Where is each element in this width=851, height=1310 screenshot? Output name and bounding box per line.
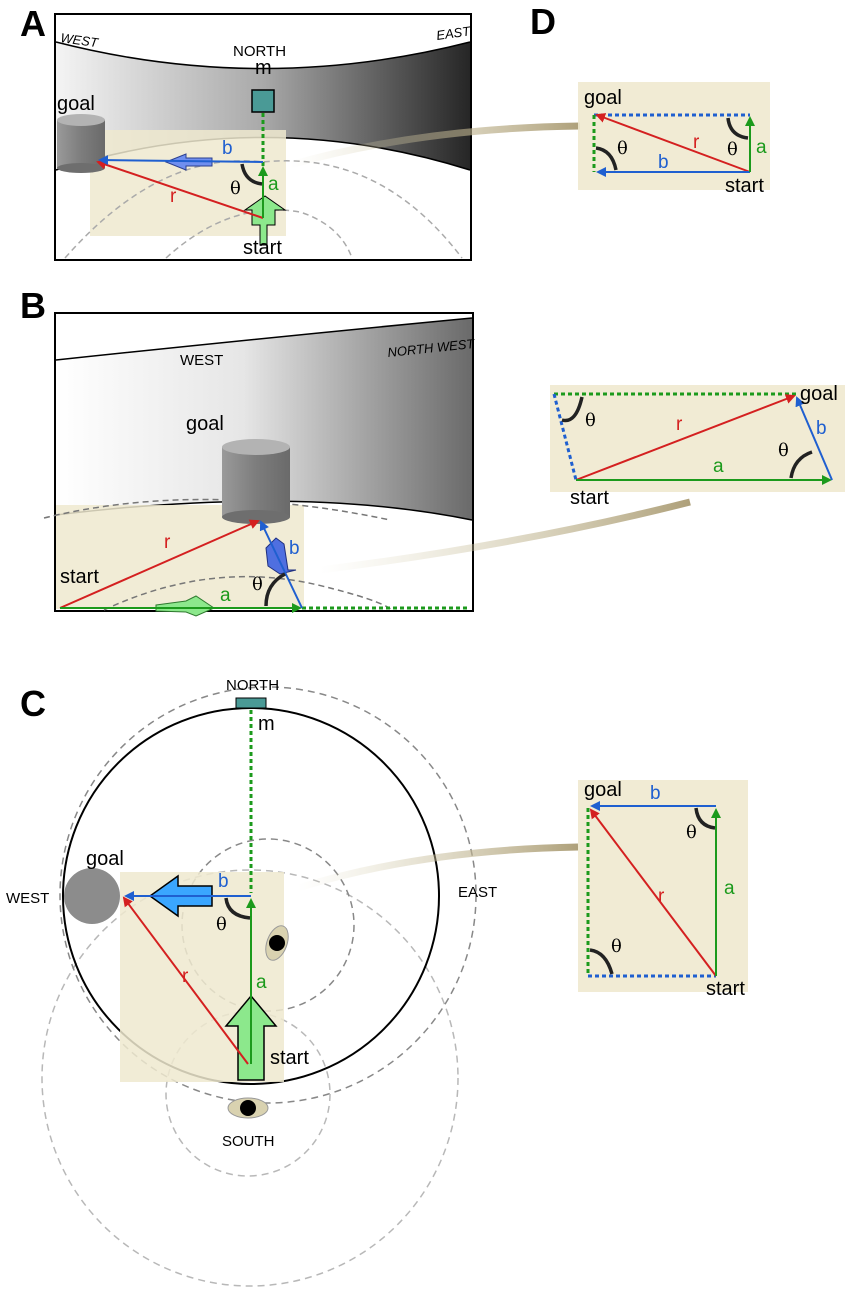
goal-cylinder-a [57, 114, 105, 173]
start-label-c: start [270, 1047, 309, 1069]
dashed-circle-b1 [43, 498, 391, 521]
vector-r-inset-b [575, 394, 796, 481]
angle-arc-d2 [595, 146, 618, 171]
vector-r-c [122, 896, 249, 1065]
theta-label-b: θ [252, 574, 263, 595]
connector-c-inset [296, 843, 579, 892]
angle-arc-b [264, 572, 286, 607]
camera-marker-c2 [227, 1097, 269, 1119]
vector-r-inset-c [589, 808, 717, 977]
angle-arc-inset-c1 [694, 807, 716, 830]
panel-label-a: A [20, 3, 46, 44]
landmark-label-a: m [255, 57, 272, 79]
goal-disc-c [64, 868, 120, 924]
north-label-c: NORTH [226, 677, 279, 694]
r-label-inset-b: r [676, 414, 683, 435]
a-label-d: a [756, 137, 767, 158]
panel-label-d: D [530, 1, 556, 42]
panel-c: C NORTH m WEST EAST [6, 677, 497, 1287]
a-label-a: a [268, 174, 279, 195]
west-label-b: WEST [180, 352, 223, 369]
angle-arc-inset-b2 [561, 396, 584, 423]
r-label-b: r [164, 532, 171, 553]
arena-wall-b [56, 318, 472, 520]
dashed-circle-a1 [64, 160, 463, 259]
vector-b-b [259, 520, 303, 609]
r-label-d: r [693, 132, 700, 153]
connector-b-inset [319, 498, 691, 574]
b-label-d: b [658, 152, 669, 173]
goal-label-c: goal [86, 848, 124, 870]
panel-label-c: C [20, 683, 46, 724]
start-label-a: start [243, 237, 282, 259]
vector-r-b [59, 519, 260, 609]
start-label-inset-b: start [570, 487, 609, 509]
dotted-left-inset-b [552, 393, 578, 481]
inset-c: goal start r b a θ θ [578, 779, 748, 1000]
a-label-inset-c: a [724, 878, 735, 899]
r-label-a: r [170, 186, 177, 207]
panel-d: D goal start r b a θ θ [530, 1, 770, 197]
angle-arc-a [240, 163, 263, 186]
goal-label-d: goal [584, 87, 622, 109]
b-label-inset-b: b [816, 418, 827, 439]
west-label-a: WEST [60, 30, 100, 50]
west-label-c: WEST [6, 890, 49, 907]
theta-label-inset-c2: θ [611, 936, 622, 957]
panel-b: B WEST NORTH WEST goal start r b a θ [20, 285, 476, 617]
angle-arc-inset-b1 [789, 450, 813, 479]
vector-b-inset-b [795, 396, 833, 481]
vector-b-a [98, 155, 264, 166]
landmark-square-a [251, 89, 275, 113]
connector-a-d [289, 122, 581, 169]
start-heading-arrow-a [243, 195, 287, 246]
b-label-a: b [222, 138, 233, 159]
vector-r-d [595, 113, 751, 173]
inset-b: goal start r a b θ θ [550, 383, 845, 509]
goal-label-a: goal [57, 93, 95, 115]
b-label-c: b [218, 871, 229, 892]
theta-label-c: θ [216, 914, 227, 935]
theta-label-inset-b1: θ [778, 440, 789, 461]
landmark-label-c: m [258, 713, 275, 735]
a-label-c: a [256, 972, 267, 993]
east-label-c: EAST [458, 884, 497, 901]
north-label-a: NORTH [233, 43, 286, 60]
angle-arc-d1 [726, 117, 749, 140]
dashed-circle-a2 [165, 209, 353, 259]
a-label-b: a [220, 585, 231, 606]
start-label-d: start [725, 175, 764, 197]
panel-a: A WEST EAST NORTH m goal [20, 3, 472, 261]
east-label-a: EAST [435, 23, 472, 43]
r-label-c: r [182, 966, 189, 987]
r-label-inset-c: r [658, 886, 665, 907]
start-label-inset-c: start [706, 978, 745, 1000]
theta-label-d2: θ [617, 138, 628, 159]
camera-marker-c1 [265, 925, 289, 961]
angle-arc-inset-c2 [589, 948, 614, 975]
south-label-c: SOUTH [222, 1133, 275, 1150]
start-label-b: start [60, 566, 99, 588]
angle-arc-c [224, 897, 251, 920]
landmark-bar-c [235, 697, 267, 709]
goal-label-inset-c: goal [584, 779, 622, 801]
theta-label-inset-c1: θ [686, 822, 697, 843]
vector-r-a [96, 159, 264, 219]
theta-label-a: θ [230, 178, 241, 199]
dashed-circle-c1 [41, 869, 459, 1287]
panel-label-b: B [20, 285, 46, 326]
goal-label-b: goal [186, 413, 224, 435]
dashed-circle-c2 [59, 686, 477, 1104]
goal-label-inset-b: goal [800, 383, 838, 405]
travel-arrow-b [155, 595, 216, 617]
b-label-inset-c: b [650, 783, 661, 804]
theta-label-d1: θ [727, 139, 738, 160]
b-label-b: b [289, 538, 300, 559]
goal-cylinder-b [222, 439, 290, 524]
a-label-inset-b: a [713, 456, 724, 477]
theta-label-inset-b2: θ [585, 410, 596, 431]
